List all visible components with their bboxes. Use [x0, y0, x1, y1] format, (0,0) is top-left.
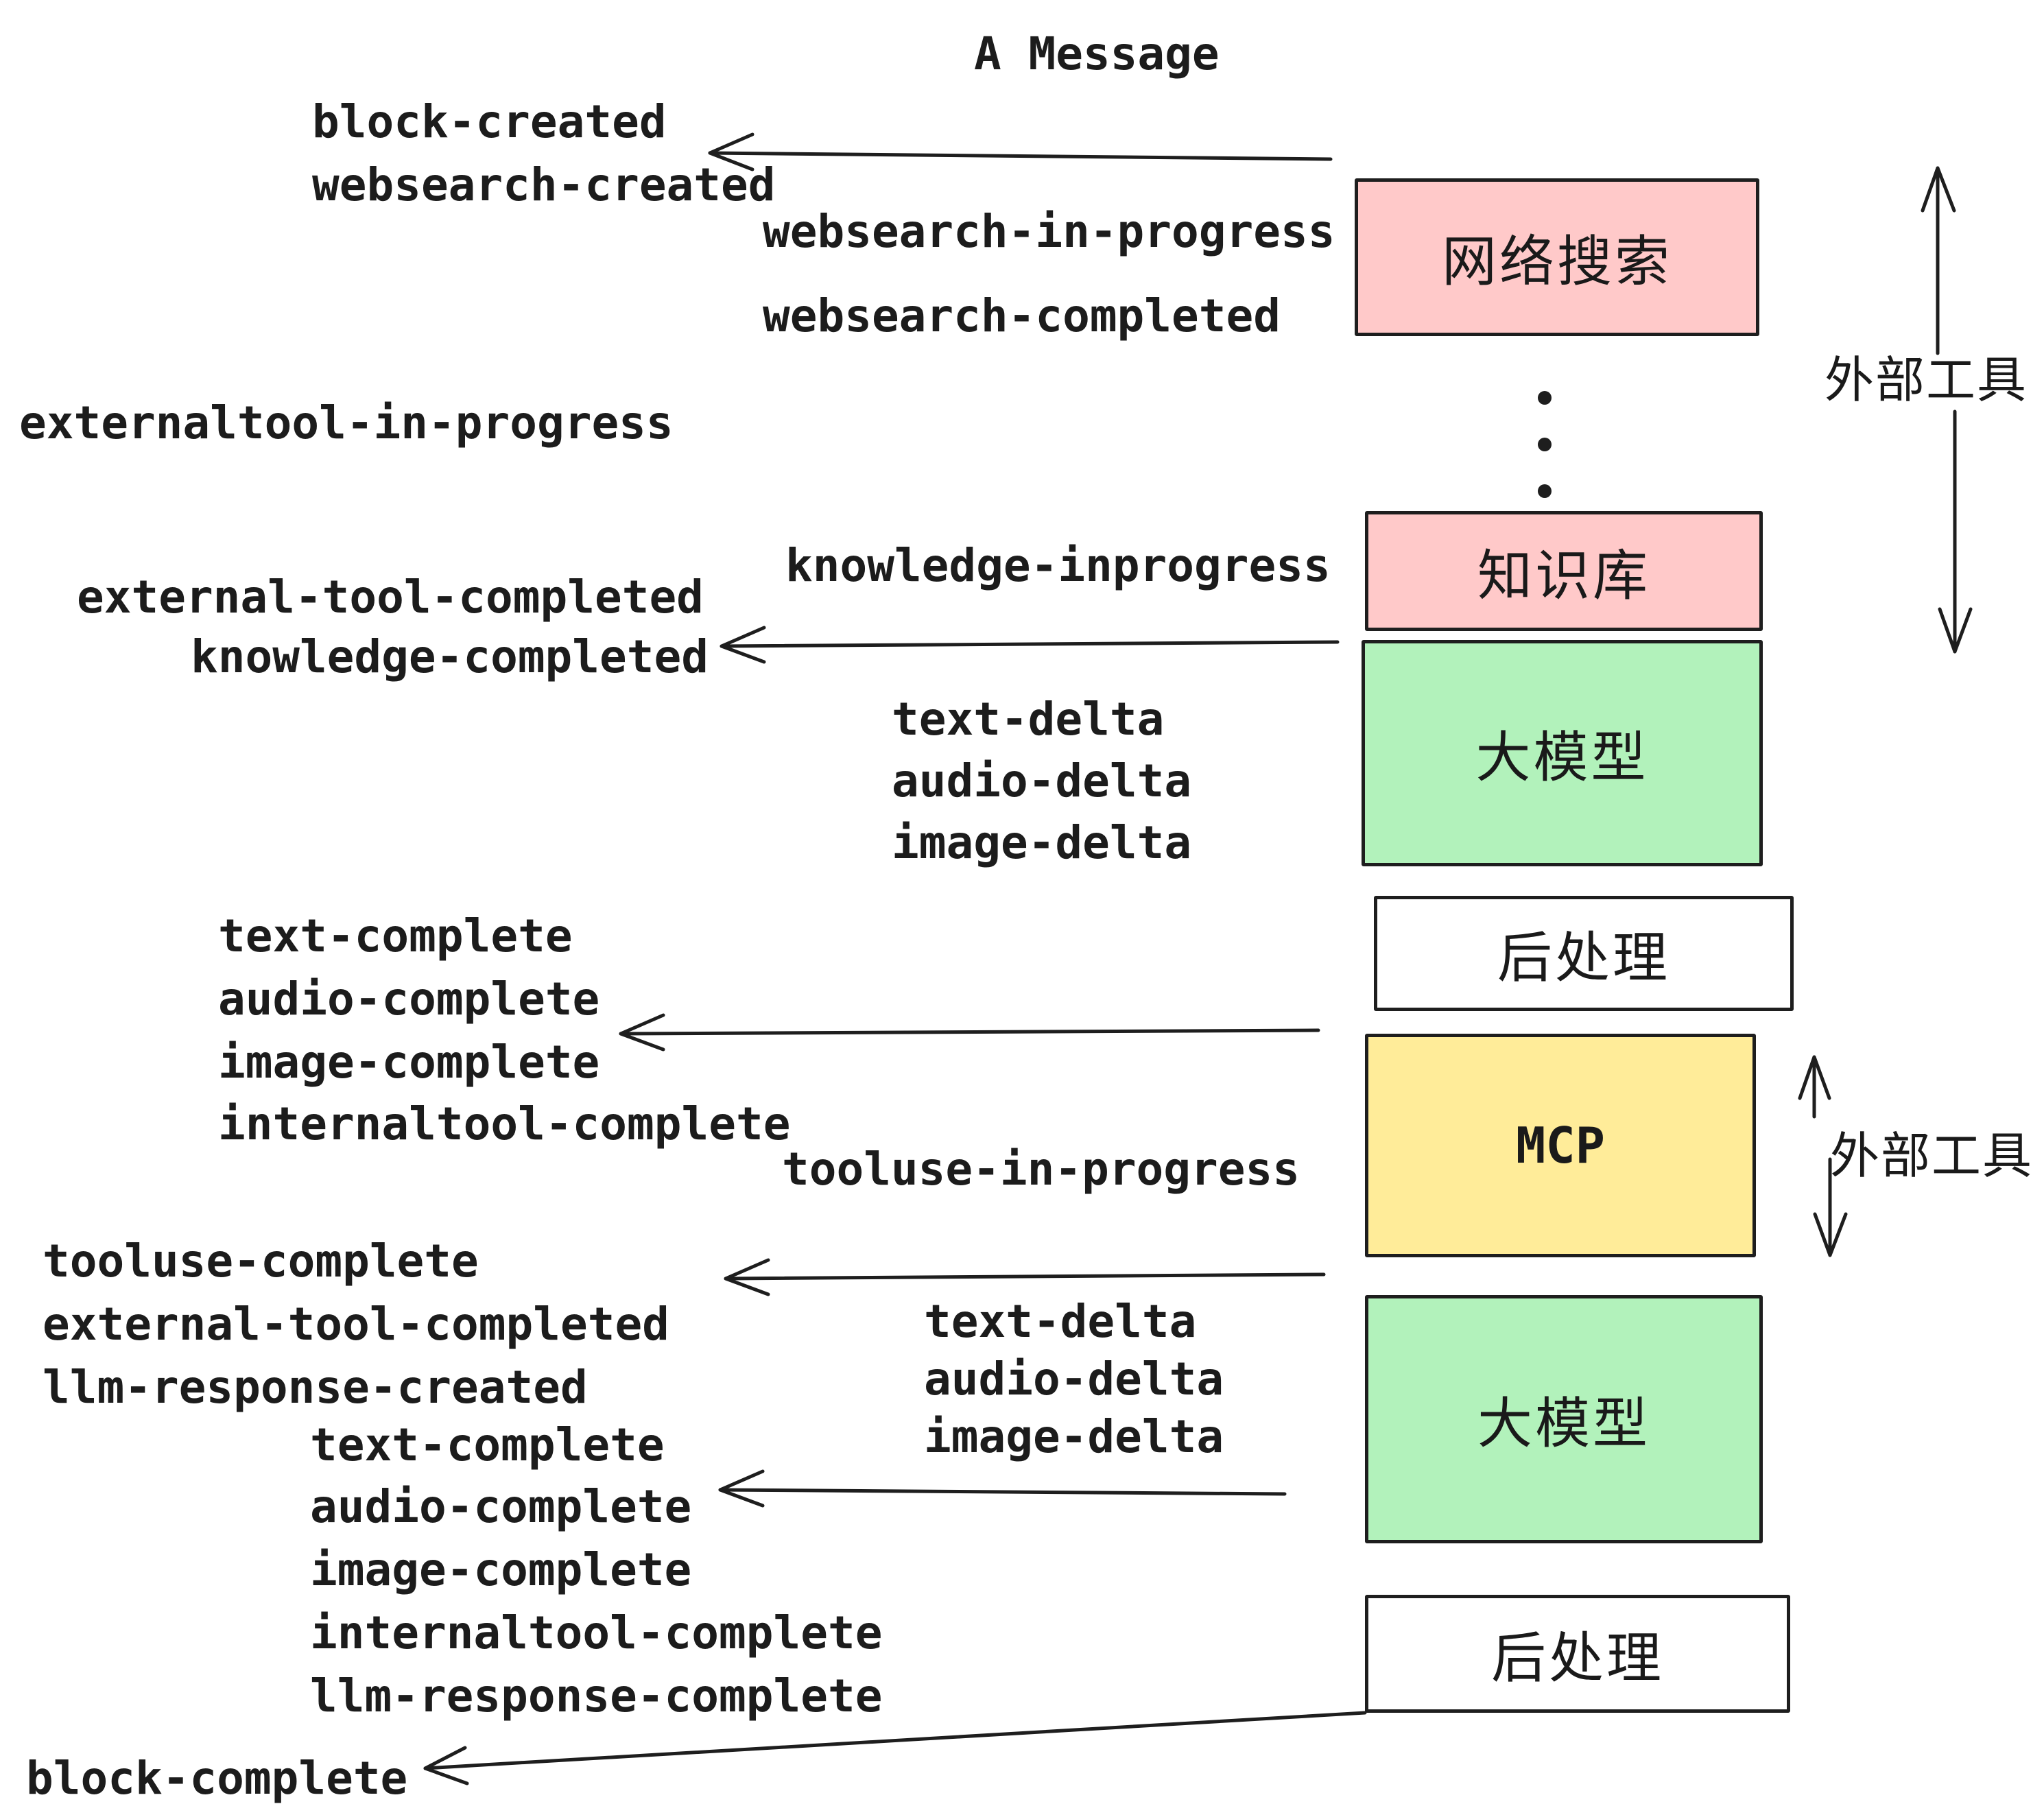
- event-label-knowledge-inprogress: knowledge-inprogress: [785, 539, 1331, 592]
- box-llm-1: 大模型: [1362, 640, 1763, 866]
- event-label-image-delta-1: image-delta: [892, 816, 1192, 869]
- event-label-tooluse-complete: tooluse-complete: [43, 1235, 479, 1287]
- box-websearch: 网络搜索: [1355, 178, 1759, 336]
- box-mcp-label: MCP: [1515, 1117, 1606, 1174]
- event-label-image-complete-1: image-complete: [218, 1036, 600, 1089]
- event-label-llm-response-complete: llm-response-complete: [310, 1670, 883, 1722]
- event-label-internaltool-complete-1: internaltool-complete: [218, 1097, 791, 1150]
- external-tools-label-top: 外部工具: [1825, 353, 2028, 408]
- box-llm-2: 大模型: [1365, 1295, 1763, 1543]
- event-label-text-delta-2: text-delta: [924, 1295, 1197, 1348]
- arrow-to-image-complete: [619, 1013, 1320, 1052]
- event-label-audio-delta-2: audio-delta: [924, 1353, 1224, 1405]
- event-label-external-tool-completed-2: external-tool-completed: [43, 1298, 669, 1351]
- ellipsis-dots: [1538, 391, 1552, 498]
- diagram-title: A Message: [974, 27, 1220, 80]
- event-label-image-delta-2: image-delta: [924, 1410, 1224, 1463]
- event-label-websearch-completed: websearch-completed: [763, 289, 1281, 342]
- event-label-image-complete-2: image-complete: [310, 1543, 692, 1596]
- event-label-text-complete-2: text-complete: [310, 1419, 665, 1471]
- event-label-audio-delta-1: audio-delta: [892, 755, 1192, 807]
- event-label-llm-response-created: llm-response-created: [43, 1361, 588, 1414]
- event-label-websearch-in-progress: websearch-in-progress: [763, 205, 1335, 258]
- event-label-audio-complete-1: audio-complete: [218, 973, 600, 1025]
- event-label-externaltool-in-progress: externaltool-in-progress: [19, 396, 674, 449]
- box-postprocess-1-label: 后处理: [1497, 927, 1670, 988]
- arrow-to-knowledge-completed: [720, 626, 1340, 664]
- event-label-knowledge-completed: knowledge-completed: [191, 630, 709, 683]
- box-knowledge: 知识库: [1365, 511, 1763, 631]
- event-label-audio-complete-2: audio-complete: [310, 1480, 692, 1533]
- box-postprocess-2: 后处理: [1365, 1595, 1790, 1713]
- external-tools-down-arrow-bottom: [1813, 1157, 1848, 1257]
- arrow-to-tooluse-complete: [724, 1258, 1326, 1296]
- box-llm-2-label: 大模型: [1477, 1393, 1650, 1454]
- box-knowledge-label: 知识库: [1477, 545, 1650, 606]
- event-label-internaltool-complete-2: internaltool-complete: [310, 1606, 883, 1659]
- external-tools-up-arrow-top: [1921, 166, 1956, 355]
- event-label-block-complete: block-complete: [26, 1752, 408, 1804]
- arrow-to-block-complete: [423, 1711, 1367, 1785]
- box-mcp: MCP: [1365, 1034, 1756, 1257]
- external-tools-up-arrow-bottom: [1798, 1055, 1831, 1119]
- external-tools-down-arrow-top: [1938, 410, 1973, 654]
- arrow-to-block-created: [708, 132, 1333, 171]
- event-label-tooluse-in-progress: tooluse-in-progress: [782, 1143, 1300, 1196]
- event-label-text-complete-1: text-complete: [218, 910, 573, 962]
- external-tools-label-bottom: 外部工具: [1830, 1129, 2034, 1184]
- arrow-to-audio-complete: [718, 1469, 1287, 1508]
- box-llm-1-label: 大模型: [1475, 727, 1649, 788]
- box-postprocess-2-label: 后处理: [1491, 1628, 1664, 1689]
- box-websearch-label: 网络搜索: [1442, 231, 1672, 292]
- event-label-external-tool-completed-1: external-tool-completed: [77, 571, 704, 624]
- event-label-text-delta-1: text-delta: [892, 693, 1165, 746]
- event-label-websearch-created: websearch-created: [312, 158, 776, 211]
- box-postprocess-1: 后处理: [1374, 896, 1794, 1011]
- event-label-block-created: block-created: [312, 95, 667, 148]
